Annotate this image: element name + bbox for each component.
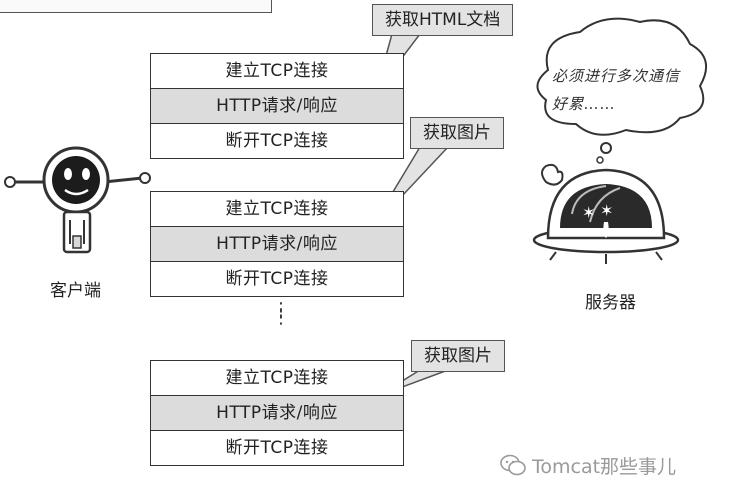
step-request: HTTP请求/响应 [151,226,403,261]
step-disconnect: 断开TCP连接 [151,123,403,158]
thought-line-2: 好累…… [552,95,617,113]
step-request: HTTP请求/响应 [151,88,403,123]
step-connect: 建立TCP连接 [225,61,329,81]
ellipsis-glyph: ⋮ [272,307,290,328]
step-connect: 建立TCP连接 [225,199,329,219]
step-disconnect: 断开TCP连接 [151,430,403,465]
step-disconnect: 断开TCP连接 [151,261,403,296]
connection-group-1: 建立TCP连接 HTTP请求/响应 断开TCP连接 [150,53,404,159]
step-request: HTTP请求/响应 [151,395,403,430]
client-robot-icon [4,146,151,254]
connection-group-2: 建立TCP连接 HTTP请求/响应 断开TCP连接 [150,191,404,297]
step-connect: 建立TCP连接 [225,368,329,388]
thought-bubble-icon [536,17,708,164]
watermark: Tomcat那些事儿 [500,452,676,481]
client-label: 客户端 [50,281,101,301]
watermark-text: Tomcat那些事儿 [532,456,677,478]
server-robot-icon: ✶ ✶ [532,163,680,264]
svg-text:✶: ✶ [582,203,595,222]
document-thumbnail [0,0,272,13]
server-label: 服务器 [585,293,636,313]
svg-text:✶: ✶ [600,201,613,220]
connection-group-3: 建立TCP连接 HTTP请求/响应 断开TCP连接 [150,360,404,466]
vertical-ellipsis: ⋮ ⋮ [272,301,290,328]
thought-bubble-text: 必须进行多次通信 好累…… [552,62,692,118]
callout-get-image-1: 获取图片 [410,117,504,149]
callout-get-html: 获取HTML文档 [372,4,514,36]
thought-line-1: 必须进行多次通信 [552,67,681,85]
wechat-icon [500,454,526,481]
callout-get-image-2: 获取图片 [411,340,505,372]
